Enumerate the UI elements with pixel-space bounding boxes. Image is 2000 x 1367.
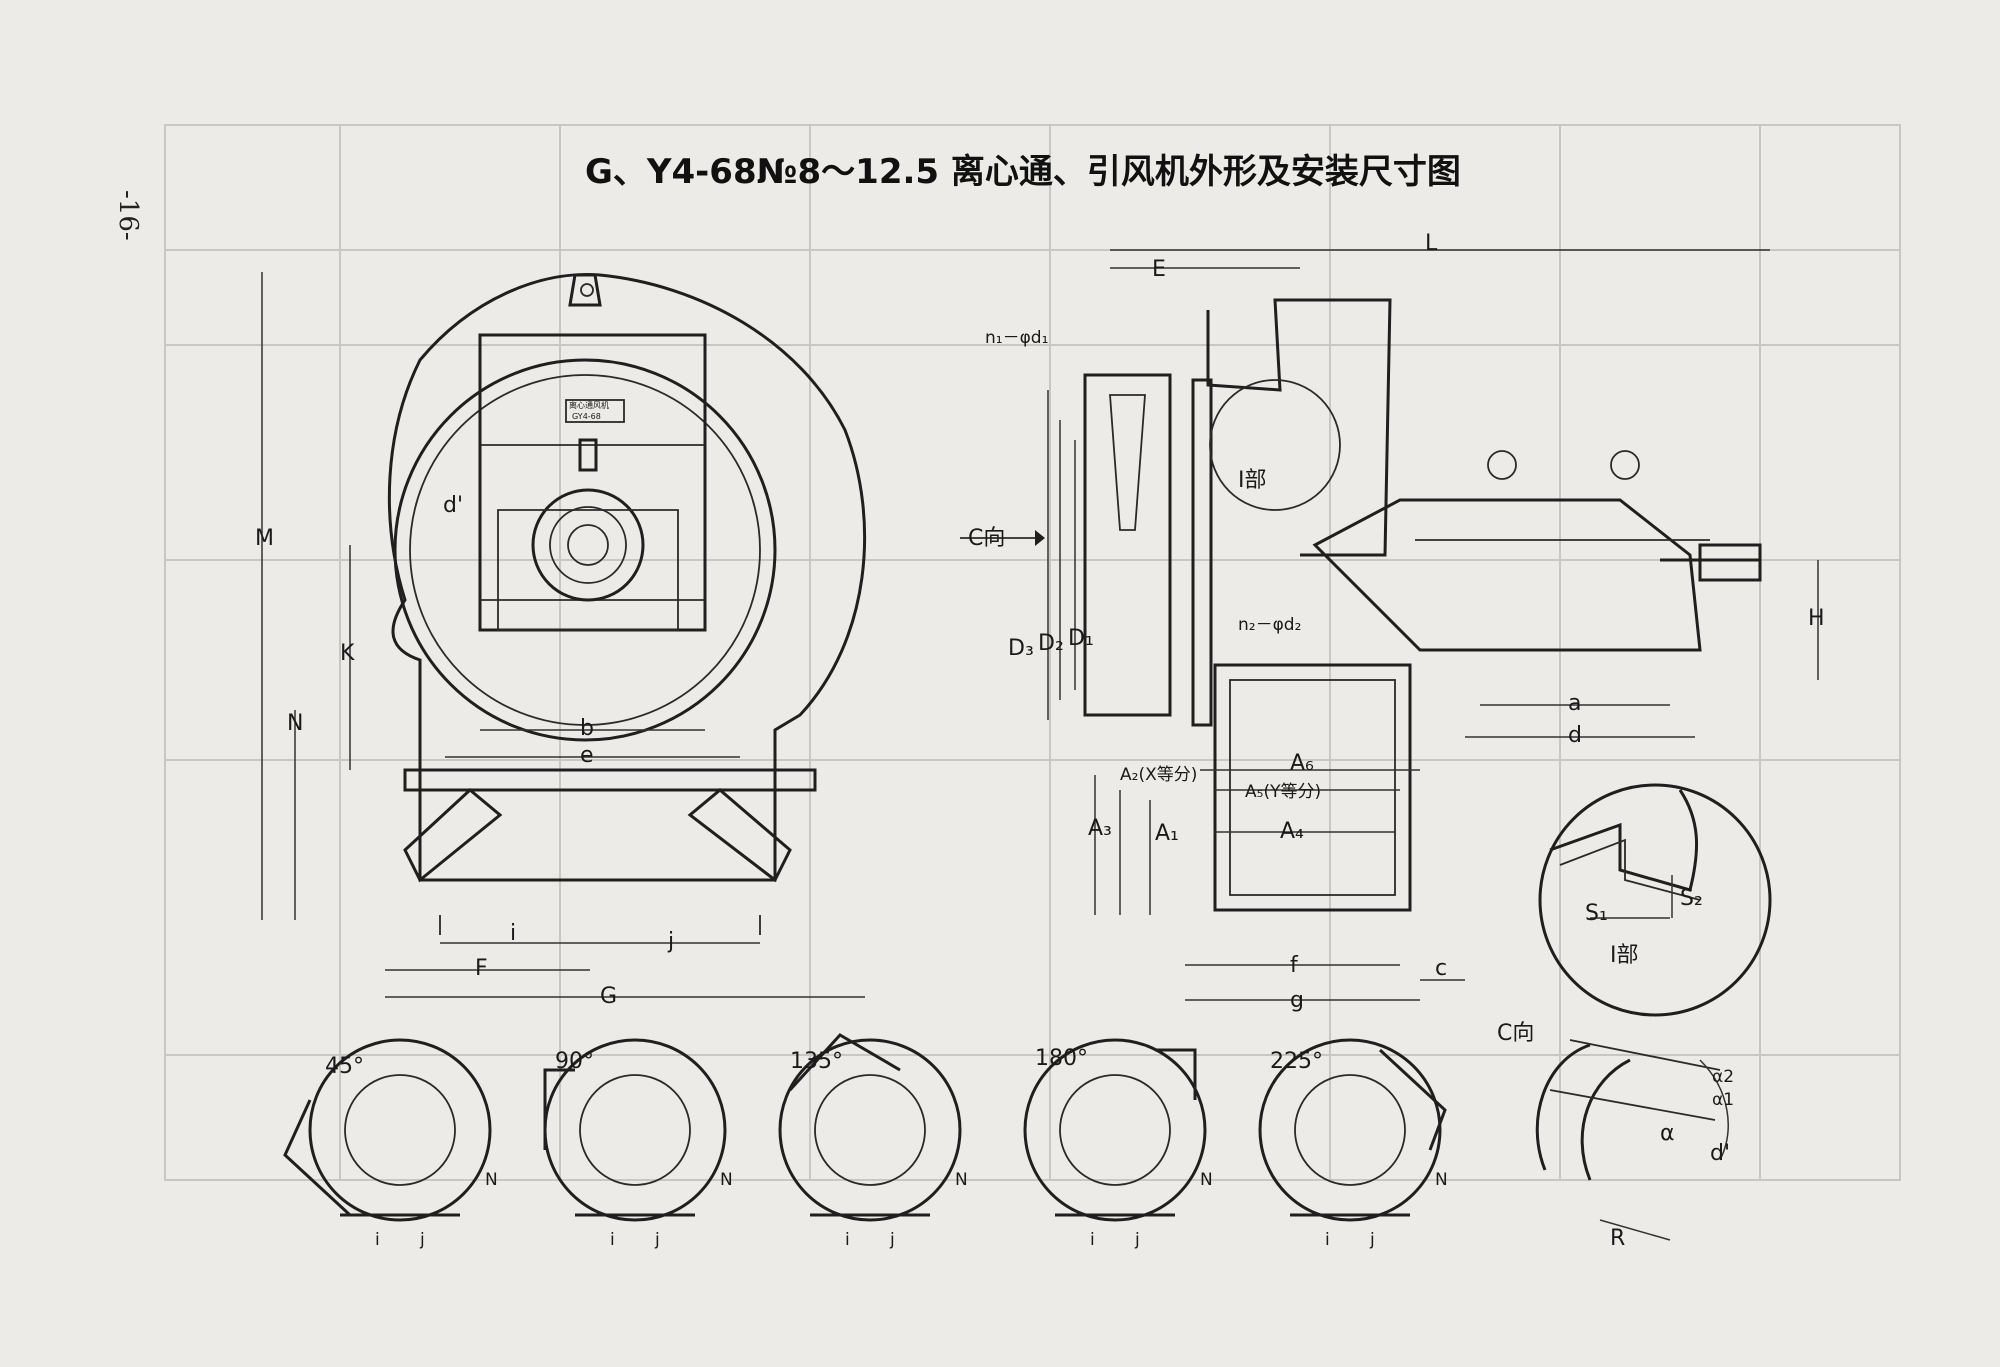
- svg-text:N: N: [955, 1170, 968, 1190]
- svg-text:I部: I部: [1238, 468, 1267, 493]
- casing-profile: [1206, 298, 1392, 557]
- rotation-135: 135° i j N: [778, 1033, 968, 1250]
- inlet-box: [1083, 373, 1172, 717]
- base-beam: [403, 768, 817, 792]
- svg-text:A₂(X等分): A₂(X等分): [1120, 765, 1197, 785]
- svg-text:C向: C向: [968, 526, 1005, 551]
- svg-text:R: R: [1610, 1226, 1625, 1251]
- svg-text:D₁: D₁: [1068, 626, 1094, 651]
- drawing-title: G、Y4-68№8～12.5 离心通、引风机外形及安装尺寸图: [585, 152, 1461, 192]
- impeller-ring: [393, 358, 777, 742]
- front-view: 离心通风机 GY4-68 M K N d' b e i j F G: [255, 272, 867, 1009]
- svg-text:i: i: [610, 1230, 615, 1250]
- svg-text:i: i: [375, 1230, 380, 1250]
- svg-text:g: g: [1290, 988, 1304, 1013]
- page-number: -16-: [113, 190, 143, 241]
- svg-text:a: a: [1568, 691, 1581, 716]
- svg-text:90°: 90°: [555, 1049, 594, 1074]
- svg-text:D₂: D₂: [1038, 631, 1064, 656]
- svg-text:i: i: [1090, 1230, 1095, 1250]
- detail-C: C向 R α d' α1 α2: [1497, 1021, 1734, 1251]
- bearing-housing: [531, 488, 645, 602]
- svg-text:D₃: D₃: [1008, 636, 1034, 661]
- svg-text:j: j: [889, 1230, 895, 1250]
- svg-text:45°: 45°: [325, 1054, 364, 1079]
- svg-text:n₂－φd₂: n₂－φd₂: [1238, 615, 1301, 635]
- svg-text:180°: 180°: [1035, 1046, 1088, 1071]
- svg-text:α1: α1: [1712, 1090, 1734, 1110]
- svg-text:A₃: A₃: [1088, 816, 1112, 841]
- svg-text:d: d: [1568, 723, 1582, 748]
- right-foot: [687, 788, 792, 883]
- svg-text:j: j: [654, 1230, 660, 1250]
- svg-text:F: F: [475, 956, 488, 981]
- svg-text:N: N: [1200, 1170, 1213, 1190]
- svg-text:j: j: [419, 1230, 425, 1250]
- svg-text:离心通风机: 离心通风机: [569, 400, 609, 410]
- svg-text:A₁: A₁: [1155, 821, 1179, 846]
- svg-text:L: L: [1425, 231, 1438, 256]
- svg-text:α: α: [1660, 1121, 1675, 1146]
- svg-text:K: K: [340, 641, 355, 666]
- svg-text:j: j: [1134, 1230, 1140, 1250]
- shaft-end: [1698, 543, 1762, 582]
- svg-text:S₁: S₁: [1585, 901, 1608, 926]
- svg-text:i: i: [845, 1230, 850, 1250]
- impeller-inner-ring: [409, 374, 761, 726]
- outlet-duct: [1213, 663, 1412, 912]
- svg-text:j: j: [667, 929, 674, 954]
- svg-text:225°: 225°: [1270, 1049, 1323, 1074]
- svg-text:N: N: [287, 711, 303, 736]
- svg-text:A₄: A₄: [1280, 819, 1304, 844]
- svg-text:i: i: [1325, 1230, 1330, 1250]
- svg-text:A₆: A₆: [1290, 751, 1314, 776]
- casing-flange: [1191, 378, 1213, 727]
- svg-text:G: G: [600, 984, 617, 1009]
- detail-I: I部 S₁ S₂: [1538, 783, 1772, 1017]
- svg-text:d': d': [1710, 1141, 1730, 1166]
- svg-text:N: N: [1435, 1170, 1448, 1190]
- svg-text:j: j: [1369, 1230, 1375, 1250]
- oil-cup: [578, 438, 598, 472]
- svg-text:f: f: [1290, 953, 1299, 978]
- svg-text:C向: C向: [1497, 1021, 1534, 1046]
- nameplate: [565, 399, 625, 423]
- lifting-lug: [568, 273, 602, 307]
- svg-text:E: E: [1152, 257, 1166, 282]
- svg-text:A₅(Y等分): A₅(Y等分): [1245, 782, 1321, 802]
- svg-text:S₂: S₂: [1680, 886, 1703, 911]
- side-view: L E n₁－φd₁ I部 C向 D₁ D₂ D₃ n₂－φd₂ A₆ A₅(Y…: [960, 231, 1825, 1013]
- svg-text:b: b: [580, 716, 594, 741]
- svg-text:135°: 135°: [790, 1049, 843, 1074]
- bearing-base: [1312, 498, 1702, 652]
- svg-text:N: N: [720, 1170, 733, 1190]
- svg-text:H: H: [1808, 606, 1825, 631]
- svg-text:M: M: [255, 526, 274, 551]
- rotation-180: 180° i j N: [1023, 1038, 1213, 1250]
- rotation-variants: 45° i j N 90° i j N 135° i j N 180° i j: [283, 1033, 1448, 1250]
- detail-I-marker: [1209, 379, 1341, 511]
- svg-text:e: e: [580, 743, 594, 768]
- svg-text:d': d': [443, 493, 463, 518]
- left-foot: [403, 788, 503, 883]
- rotation-90: 90° i j N: [543, 1038, 733, 1250]
- svg-text:n₁－φd₁: n₁－φd₁: [985, 328, 1048, 348]
- svg-text:N: N: [485, 1170, 498, 1190]
- rotation-45: 45° i j N: [283, 1038, 498, 1250]
- svg-text:c: c: [1435, 956, 1447, 981]
- svg-text:i: i: [510, 921, 516, 946]
- rotation-225: 225° i j N: [1258, 1038, 1448, 1250]
- svg-text:I部: I部: [1610, 943, 1639, 968]
- svg-text:α2: α2: [1712, 1067, 1734, 1087]
- svg-text:GY4-68: GY4-68: [572, 412, 601, 421]
